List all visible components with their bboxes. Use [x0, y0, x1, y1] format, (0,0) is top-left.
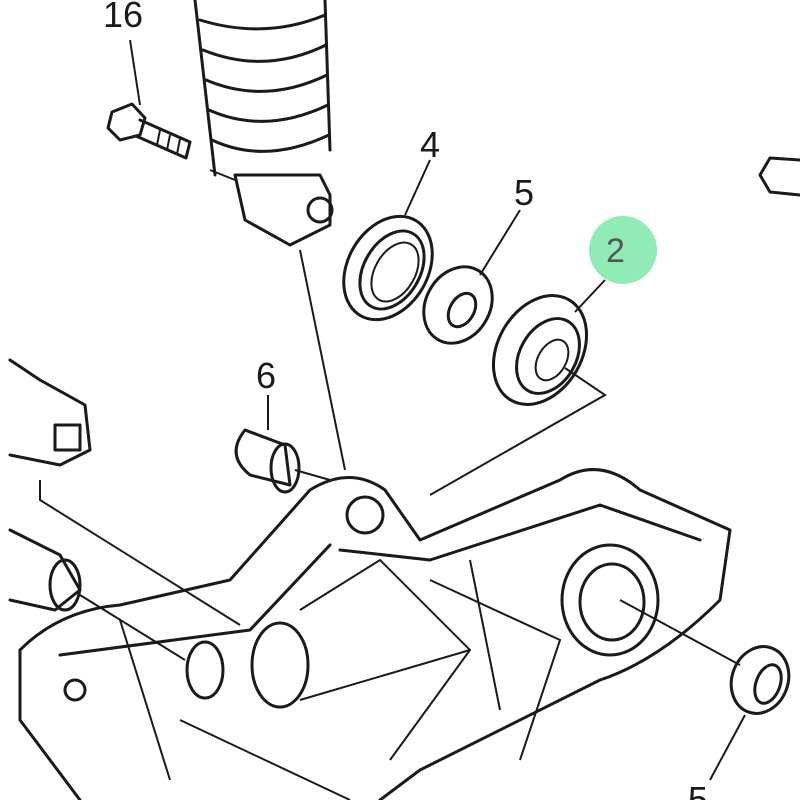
- callout-16[interactable]: 16: [103, 0, 143, 35]
- highlight-circle: [589, 216, 657, 284]
- bearing-part-2: [429, 294, 607, 496]
- left-partial-parts: [8, 358, 241, 661]
- oil-seal-part-4: [342, 214, 434, 322]
- swingarm-frame: [18, 468, 741, 800]
- callout-6[interactable]: 6: [256, 355, 276, 396]
- callout-4[interactable]: 4: [420, 124, 440, 165]
- collar-part-5: [422, 265, 494, 345]
- callout-5-lower[interactable]: 5: [688, 779, 708, 800]
- leader-lines: [129, 39, 606, 430]
- bushing-part-6: [234, 428, 331, 494]
- callout-5[interactable]: 5: [514, 172, 534, 213]
- nut-partial: [758, 156, 800, 197]
- bolt-part-16: [106, 102, 236, 181]
- collar-part-5-lower: [709, 645, 791, 781]
- shock-absorber: [193, 0, 346, 471]
- callout-2-highlighted[interactable]: 2: [606, 232, 625, 270]
